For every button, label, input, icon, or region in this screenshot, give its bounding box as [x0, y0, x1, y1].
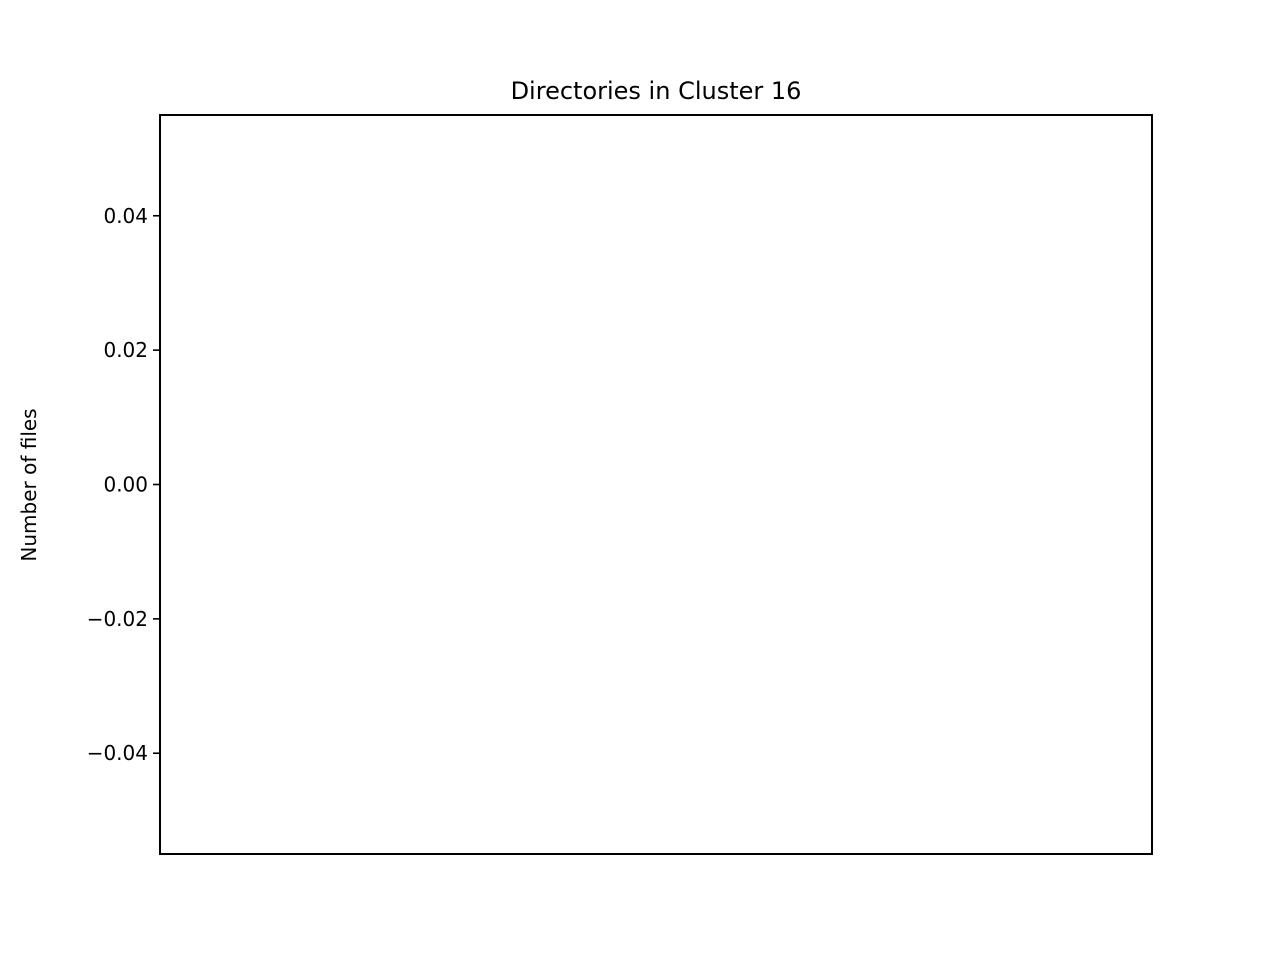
y-tick-label: −0.02: [87, 607, 148, 631]
y-axis-label: Number of files: [17, 408, 41, 561]
plot-area-frame: [159, 114, 1153, 855]
y-tick-label: 0.02: [103, 338, 148, 362]
y-tick-label: 0.04: [103, 204, 148, 228]
y-axis-ticks: −0.04 −0.02 0.00 0.02 0.04: [87, 204, 160, 765]
y-tick-label: −0.04: [87, 741, 148, 765]
chart-title: Directories in Cluster 16: [511, 77, 802, 105]
y-tick-label: 0.00: [103, 473, 148, 497]
